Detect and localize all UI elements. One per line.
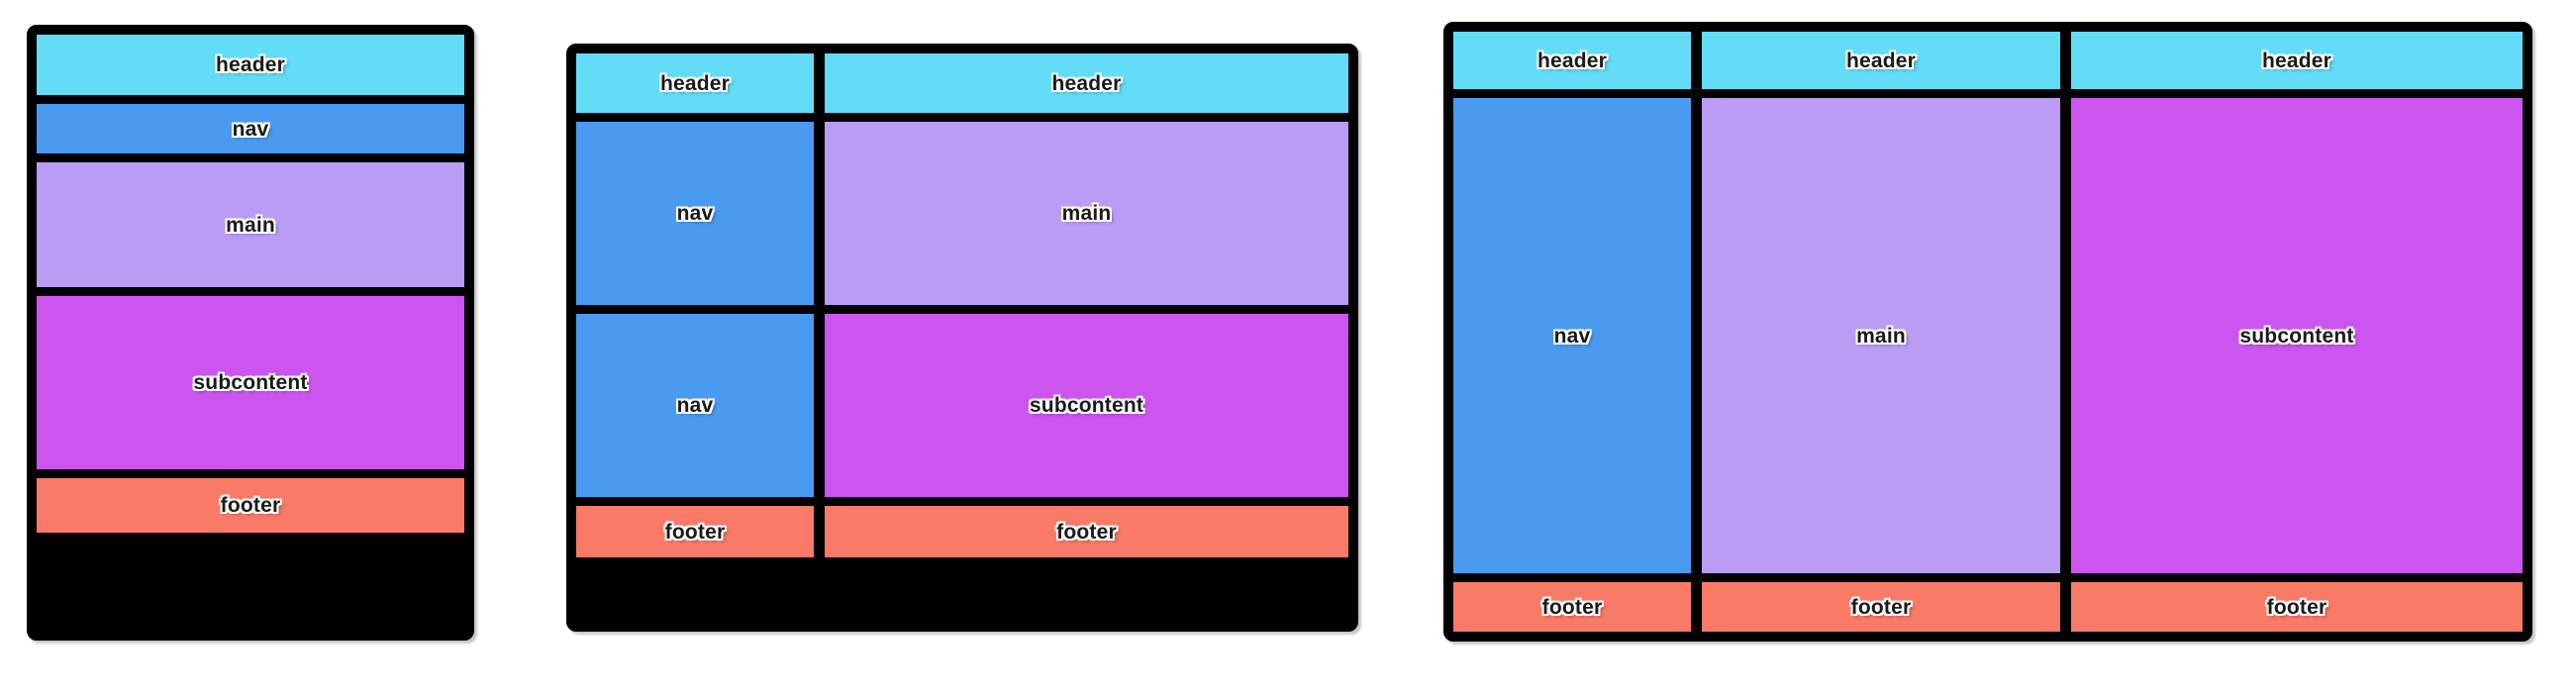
- region-label: header: [659, 71, 731, 95]
- three-column-subcontent-stack: header subcontent footer: [2070, 32, 2523, 632]
- region-label: footer: [1056, 520, 1117, 544]
- region-main: main: [37, 162, 464, 287]
- divider: [37, 469, 464, 478]
- divider: [2070, 573, 2523, 582]
- region-label: footer: [2266, 595, 2328, 619]
- region-header: header: [825, 53, 1348, 113]
- region-header: header: [576, 53, 814, 113]
- region-nav: nav: [576, 314, 814, 497]
- region-label: header: [1536, 49, 1608, 72]
- region-label: nav: [676, 202, 714, 225]
- divider: [1691, 32, 1702, 632]
- region-footer: footer: [37, 478, 464, 533]
- region-label: subcontent: [193, 371, 308, 394]
- divider: [576, 305, 814, 314]
- divider: [37, 153, 464, 162]
- region-label: footer: [220, 494, 281, 517]
- region-label: main: [1856, 324, 1906, 348]
- region-label: footer: [664, 520, 726, 544]
- two-column-right-stack: header main subcontent footer: [825, 53, 1348, 622]
- divider: [814, 53, 825, 622]
- three-column-main-stack: header main footer: [1702, 32, 2060, 632]
- divider: [825, 305, 1348, 314]
- region-label: header: [1845, 49, 1917, 72]
- single-column-stack: header nav main subcontent footer: [37, 35, 464, 631]
- region-nav: nav: [37, 104, 464, 153]
- divider: [825, 113, 1348, 122]
- region-header: header: [1702, 32, 2060, 89]
- divider: [825, 497, 1348, 506]
- region-label: main: [1061, 202, 1112, 225]
- layout-diagram-two-column: header nav nav footer header main: [566, 44, 1358, 632]
- layout-diagram-three-column: header nav footer header main footer: [1443, 22, 2532, 642]
- region-header: header: [1453, 32, 1691, 89]
- three-column-nav-stack: header nav footer: [1453, 32, 1691, 632]
- divider: [2059, 32, 2071, 632]
- region-label: subcontent: [1029, 394, 1144, 417]
- region-main: main: [825, 122, 1348, 305]
- divider: [2070, 89, 2523, 98]
- region-header: header: [2070, 32, 2523, 89]
- region-nav: nav: [1453, 98, 1691, 573]
- divider: [1702, 573, 2060, 582]
- region-label: main: [226, 213, 275, 237]
- region-subcontent: subcontent: [2070, 98, 2523, 573]
- region-label: header: [215, 53, 286, 76]
- divider: [576, 497, 814, 506]
- region-footer: footer: [2070, 582, 2523, 632]
- region-header: header: [37, 35, 464, 95]
- region-label: header: [2261, 49, 2332, 72]
- divider: [1453, 573, 1691, 582]
- region-label: nav: [232, 117, 269, 141]
- two-column-left-stack: header nav nav footer: [576, 53, 814, 622]
- divider: [1702, 89, 2060, 98]
- divider: [576, 113, 814, 122]
- region-footer: footer: [1702, 582, 2060, 632]
- region-label: subcontent: [2239, 324, 2354, 348]
- region-label: nav: [676, 394, 714, 417]
- region-label: nav: [1553, 324, 1591, 348]
- region-subcontent: subcontent: [825, 314, 1348, 497]
- region-footer: footer: [1453, 582, 1691, 632]
- region-footer: footer: [825, 506, 1348, 557]
- region-main: main: [1702, 98, 2060, 573]
- region-label: footer: [1541, 595, 1603, 619]
- divider: [37, 287, 464, 296]
- region-subcontent: subcontent: [37, 296, 464, 469]
- region-footer: footer: [576, 506, 814, 557]
- divider: [1453, 89, 1691, 98]
- region-nav: nav: [576, 122, 814, 305]
- region-label: header: [1051, 71, 1122, 95]
- region-label: footer: [1850, 595, 1912, 619]
- layout-diagram-single-column: header nav main subcontent footer: [27, 25, 474, 641]
- divider: [37, 95, 464, 104]
